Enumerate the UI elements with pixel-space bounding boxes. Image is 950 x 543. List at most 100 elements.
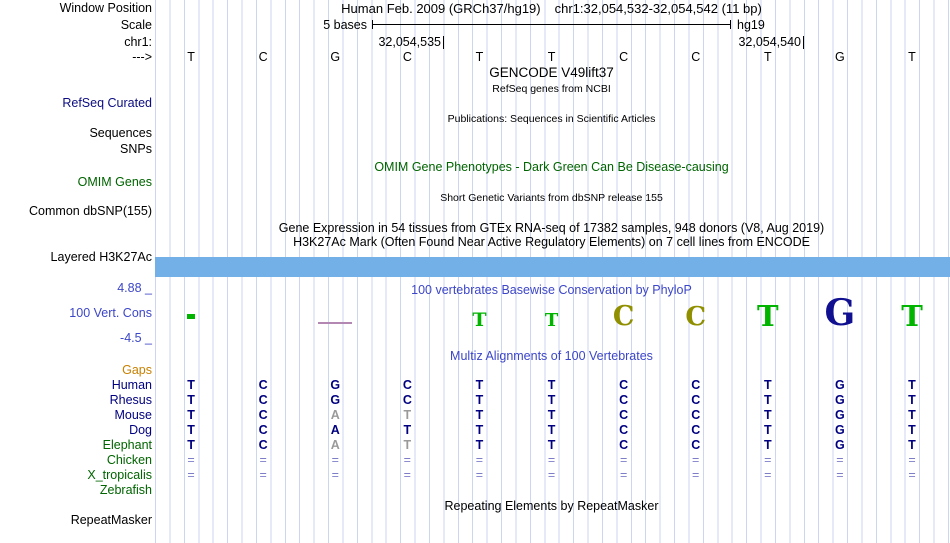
sidebar-label-x_tropicalis[interactable]: X_tropicalis bbox=[87, 468, 152, 482]
sidebar-label-repeatmasker[interactable]: RepeatMasker bbox=[70, 513, 152, 527]
align-cell: T bbox=[763, 423, 772, 437]
align-cell: T bbox=[547, 408, 556, 422]
align-cell: T bbox=[475, 408, 484, 422]
sidebar-label-layered-h3k27ac[interactable]: Layered H3K27Ac bbox=[50, 250, 152, 264]
window-position-value: chr1:32,054,532-32,054,542 (11 bp) bbox=[554, 1, 762, 16]
align-cell: T bbox=[403, 423, 412, 437]
track-title-multiz[interactable]: Multiz Alignments of 100 Vertebrates bbox=[450, 349, 653, 363]
cons-letter: C bbox=[685, 302, 707, 333]
track-title-gtex[interactable]: Gene Expression in 54 tissues from GTEx … bbox=[278, 221, 825, 235]
align-cell bbox=[299, 363, 371, 378]
align-cell: C bbox=[619, 393, 629, 407]
align-cell: = bbox=[547, 453, 556, 467]
align-cell: = bbox=[836, 453, 844, 467]
cons-cell bbox=[227, 296, 299, 328]
base-letter: T bbox=[475, 50, 484, 64]
align-cell: T bbox=[187, 408, 195, 422]
align-cell bbox=[443, 363, 515, 378]
align-cell: = bbox=[187, 468, 195, 482]
sidebar-label-elephant[interactable]: Elephant bbox=[102, 438, 152, 452]
sidebar-label-refseq-curated[interactable]: RefSeq Curated bbox=[62, 96, 152, 110]
align-cell: = bbox=[259, 453, 267, 467]
sidebar-label-sequences[interactable]: Sequences bbox=[89, 126, 152, 140]
align-cell: = bbox=[908, 468, 916, 482]
align-cell: = bbox=[475, 453, 484, 467]
align-cell bbox=[155, 483, 227, 498]
align-cell: C bbox=[619, 423, 629, 437]
align-cell: T bbox=[908, 438, 916, 452]
sidebar-label-chicken[interactable]: Chicken bbox=[106, 453, 152, 467]
align-cell: C bbox=[691, 408, 701, 422]
sidebar-label-zebrafish[interactable]: Zebrafish bbox=[99, 483, 152, 497]
sidebar-label-common-dbsnp[interactable]: Common dbSNP(155) bbox=[29, 204, 152, 218]
align-cell: T bbox=[403, 438, 412, 452]
align-cell: C bbox=[691, 438, 701, 452]
align-cell bbox=[732, 483, 804, 498]
align-row-x_tropicalis: =========== bbox=[155, 468, 948, 483]
cons-cell: T bbox=[876, 296, 948, 333]
cons-cell: T bbox=[515, 296, 587, 330]
track-title-gencode[interactable]: GENCODE V49lift37 bbox=[489, 65, 614, 80]
align-cell: C bbox=[619, 378, 629, 392]
align-cell bbox=[588, 483, 660, 498]
align-cell: = bbox=[836, 468, 844, 482]
sidebar-label-human[interactable]: Human bbox=[111, 378, 152, 392]
align-cell: C bbox=[619, 438, 629, 452]
cons-letter: T bbox=[901, 298, 923, 333]
sidebar-label-window-position: Window Position bbox=[59, 1, 152, 15]
h3k27ac-signal-bar[interactable] bbox=[155, 257, 950, 277]
track-title-dbsnp[interactable]: Short Genetic Variants from dbSNP releas… bbox=[440, 192, 663, 204]
scale-value: 5 bases bbox=[323, 18, 367, 32]
align-cell: G bbox=[835, 438, 845, 452]
sidebar-label-rhesus[interactable]: Rhesus bbox=[109, 393, 152, 407]
align-row-zebrafish bbox=[155, 483, 948, 498]
track-title-refseq[interactable]: RefSeq genes from NCBI bbox=[492, 83, 611, 95]
cons-cell bbox=[155, 296, 227, 328]
sidebar-label-gaps[interactable]: Gaps bbox=[122, 363, 152, 377]
sidebar-label-scale: Scale bbox=[120, 18, 152, 32]
track-title-phylop[interactable]: 100 vertebrates Basewise Conservation by… bbox=[411, 283, 692, 297]
sidebar-label-100-vert-cons[interactable]: 100 Vert. Cons bbox=[69, 306, 152, 320]
align-cell: T bbox=[908, 378, 916, 392]
scale-tick-left bbox=[372, 20, 373, 29]
align-cell: G bbox=[835, 393, 845, 407]
track-title-publications[interactable]: Publications: Sequences in Scientific Ar… bbox=[447, 113, 656, 125]
align-cell bbox=[227, 483, 299, 498]
align-cell: = bbox=[403, 453, 411, 467]
coordinate-label-right: 32,054,540 bbox=[738, 35, 801, 49]
align-cell: = bbox=[908, 453, 916, 467]
sidebar-label-dog[interactable]: Dog bbox=[129, 423, 152, 437]
cons-cell bbox=[299, 296, 371, 328]
align-cell: = bbox=[331, 453, 339, 467]
align-cell: G bbox=[330, 378, 341, 392]
track-title-omim[interactable]: OMIM Gene Phenotypes - Dark Green Can Be… bbox=[374, 160, 729, 174]
sidebar-label-mouse[interactable]: Mouse bbox=[114, 408, 152, 422]
coordinate-tick-left bbox=[443, 36, 444, 49]
base-letter: G bbox=[330, 50, 341, 64]
sidebar-label-snps[interactable]: SNPs bbox=[120, 142, 152, 156]
base-letter: T bbox=[187, 50, 195, 64]
align-cell: T bbox=[763, 378, 772, 392]
track-title-h3k27ac[interactable]: H3K27Ac Mark (Often Found Near Active Re… bbox=[293, 235, 810, 249]
align-cell: C bbox=[691, 423, 701, 437]
align-cell bbox=[876, 483, 948, 498]
sidebar-label-omim-genes[interactable]: OMIM Genes bbox=[77, 175, 152, 189]
track-title-repeatmasker[interactable]: Repeating Elements by RepeatMasker bbox=[444, 499, 659, 513]
assembly-short-label: hg19 bbox=[737, 18, 765, 32]
align-cell: T bbox=[547, 393, 556, 407]
align-cell: C bbox=[258, 423, 268, 437]
align-cell: T bbox=[187, 423, 195, 437]
align-cell: C bbox=[619, 408, 629, 422]
align-cell: T bbox=[475, 438, 484, 452]
align-cell bbox=[732, 363, 804, 378]
align-row-chicken: =========== bbox=[155, 453, 948, 468]
cons-letter: T bbox=[472, 308, 487, 331]
align-cell: T bbox=[187, 393, 195, 407]
cons-letter: T bbox=[757, 298, 779, 333]
align-cell: T bbox=[908, 423, 916, 437]
